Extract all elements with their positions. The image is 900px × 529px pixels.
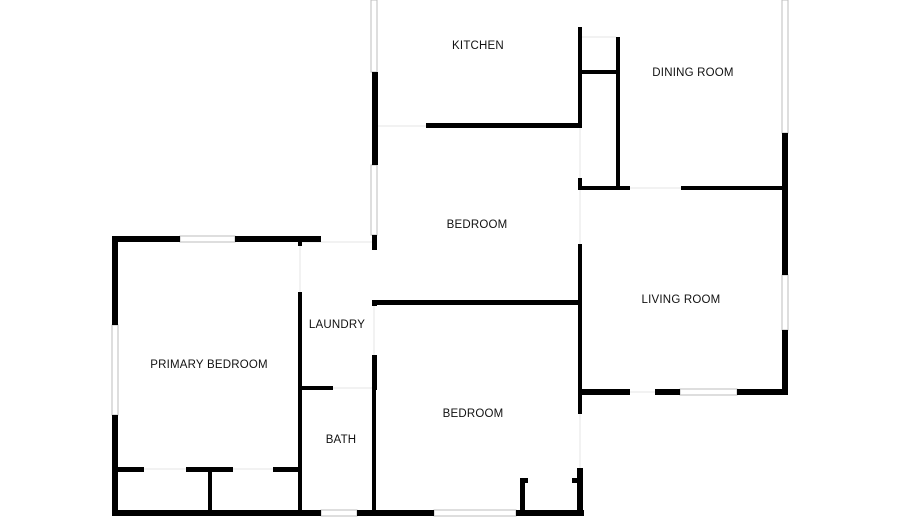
window [179, 235, 236, 243]
wall [578, 244, 582, 414]
wall [372, 300, 582, 305]
room-label-living-room: LIVING ROOM [641, 294, 721, 306]
room-label-primary-bedroom: PRIMARY BEDROOM [150, 359, 268, 371]
wall [357, 510, 434, 516]
wall [298, 236, 302, 246]
openings [144, 36, 681, 470]
wall [112, 510, 321, 516]
window [781, 0, 789, 134]
window [679, 388, 738, 396]
room-label-kitchen: KITCHEN [452, 40, 504, 52]
wall [208, 467, 212, 510]
wall [580, 389, 630, 395]
wall [520, 478, 528, 483]
wall [737, 389, 788, 395]
window [320, 509, 358, 517]
wall [578, 178, 582, 190]
window [370, 164, 378, 236]
wall [118, 467, 144, 472]
room-label-dining-room: DINING ROOM [652, 67, 734, 79]
room-label-bedroom: BEDROOM [446, 219, 508, 231]
wall [372, 235, 377, 250]
walls [112, 27, 788, 516]
windows [111, 0, 789, 517]
wall [578, 186, 630, 190]
wall [372, 72, 378, 165]
room-label-laundry: LAUNDRY [308, 319, 366, 331]
wall [372, 390, 376, 510]
wall [112, 236, 118, 325]
wall [302, 386, 333, 390]
wall [582, 70, 617, 74]
wall [112, 236, 180, 242]
window [111, 324, 119, 416]
wall [578, 27, 582, 128]
room-label-bath: BATH [325, 434, 357, 446]
wall [372, 355, 377, 390]
wall [516, 510, 584, 516]
window [433, 509, 517, 517]
window [370, 0, 378, 73]
wall [520, 478, 525, 512]
wall [655, 389, 680, 395]
wall [782, 133, 788, 275]
wall [426, 123, 582, 128]
wall [112, 415, 118, 516]
wall [572, 478, 578, 483]
wall [273, 467, 302, 472]
room-label-bedroom-2: BEDROOM [442, 408, 504, 420]
wall [577, 468, 583, 516]
window [781, 274, 789, 331]
wall [616, 37, 620, 190]
wall [681, 186, 788, 190]
wall [782, 330, 788, 395]
wall [298, 292, 302, 510]
wall [235, 236, 321, 242]
